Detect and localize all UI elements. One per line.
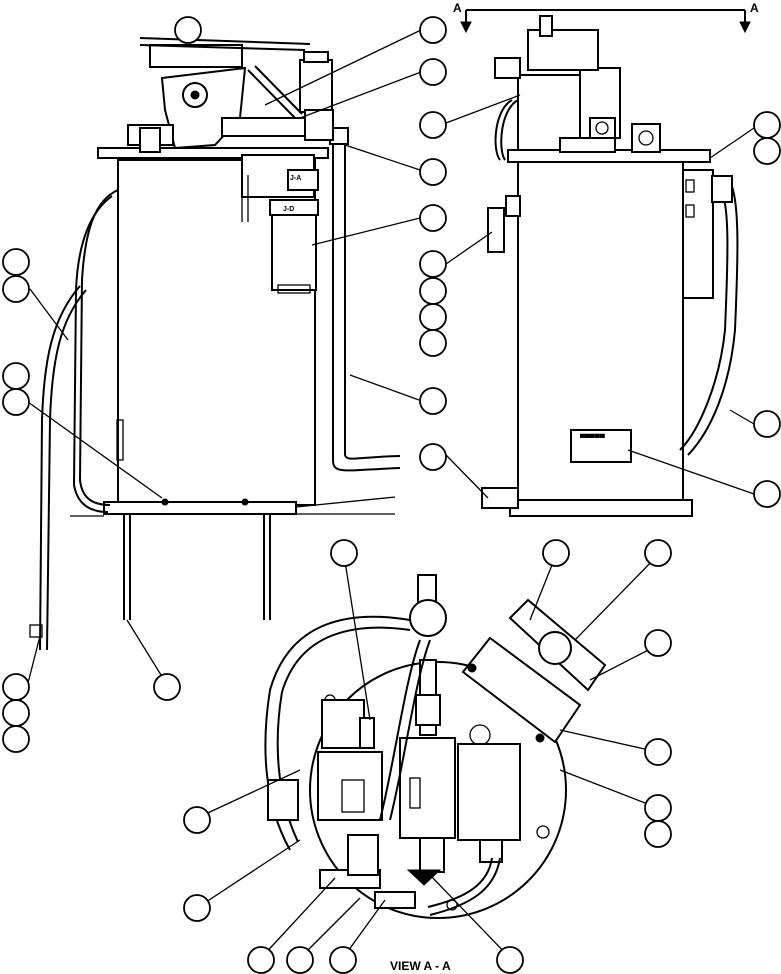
callout-bubble[interactable] bbox=[644, 629, 672, 657]
callout-bubble[interactable] bbox=[247, 946, 275, 974]
lower-fitting bbox=[481, 487, 519, 509]
callout-bubble[interactable] bbox=[153, 673, 181, 701]
callout-bubble[interactable] bbox=[644, 738, 672, 766]
callout-bubble[interactable] bbox=[2, 699, 30, 727]
view-a-a: VIEW A - A bbox=[264, 574, 607, 973]
callouts bbox=[2, 16, 781, 974]
callout-bubble[interactable] bbox=[419, 303, 447, 331]
name-plate bbox=[570, 429, 632, 463]
callout-bubble[interactable] bbox=[753, 410, 781, 438]
callout-bubble[interactable] bbox=[644, 820, 672, 848]
callout-bubble[interactable] bbox=[753, 480, 781, 508]
callout-bubble[interactable] bbox=[174, 16, 202, 44]
callout-bubble[interactable] bbox=[286, 946, 314, 974]
callout-bubble[interactable] bbox=[419, 387, 447, 415]
callout-bubble[interactable] bbox=[644, 794, 672, 822]
view-caption: VIEW A - A bbox=[390, 959, 451, 973]
callout-bubble[interactable] bbox=[419, 204, 447, 232]
right-bottom-flange bbox=[509, 499, 693, 517]
callout-bubble[interactable] bbox=[419, 277, 447, 305]
left-bottom-flange bbox=[103, 501, 297, 515]
top-motor bbox=[457, 743, 521, 841]
callout-bubble[interactable] bbox=[419, 250, 447, 278]
callout-bubble[interactable] bbox=[183, 806, 211, 834]
valve-mark-lower: J-D bbox=[283, 206, 294, 213]
top-pump bbox=[399, 737, 456, 839]
section-marker-right: A bbox=[750, 1, 759, 15]
callout-bubble[interactable] bbox=[419, 111, 447, 139]
callout-bubble[interactable] bbox=[2, 362, 30, 390]
callout-bubble[interactable] bbox=[419, 443, 447, 471]
top-valve-block bbox=[317, 751, 383, 821]
callout-bubble[interactable] bbox=[753, 111, 781, 139]
callout-bubble[interactable] bbox=[330, 539, 358, 567]
callout-bubble[interactable] bbox=[329, 946, 357, 974]
callout-bubble[interactable] bbox=[183, 894, 211, 922]
section-marker-left: A bbox=[453, 1, 462, 15]
callout-bubble[interactable] bbox=[2, 275, 30, 303]
valve-mark-upper: J-A bbox=[290, 175, 301, 182]
right-side-view: A A ▀▀▀▀▀ bbox=[453, 1, 759, 517]
upper-fitting bbox=[487, 207, 505, 253]
callout-bubble[interactable] bbox=[419, 58, 447, 86]
name-plate-text: ▀▀▀▀▀ bbox=[580, 433, 605, 442]
callout-bubble[interactable] bbox=[419, 158, 447, 186]
top-center-fitting bbox=[409, 599, 447, 637]
callout-bubble[interactable] bbox=[2, 388, 30, 416]
callout-bubble[interactable] bbox=[2, 673, 30, 701]
top-manifold bbox=[461, 636, 582, 744]
callout-bubble[interactable] bbox=[419, 329, 447, 357]
leader-lines bbox=[27, 29, 755, 959]
callout-bubble[interactable] bbox=[644, 539, 672, 567]
left-top-plate bbox=[97, 147, 329, 159]
callout-bubble[interactable] bbox=[753, 137, 781, 165]
callout-bubble[interactable] bbox=[2, 725, 30, 753]
callout-bubble[interactable] bbox=[2, 248, 30, 276]
callout-bubble[interactable] bbox=[542, 539, 570, 567]
callout-bubble[interactable] bbox=[419, 16, 447, 44]
left-filter bbox=[271, 204, 317, 291]
left-side-view: J-D J-A bbox=[29, 37, 401, 651]
callout-bubble[interactable] bbox=[496, 946, 524, 974]
